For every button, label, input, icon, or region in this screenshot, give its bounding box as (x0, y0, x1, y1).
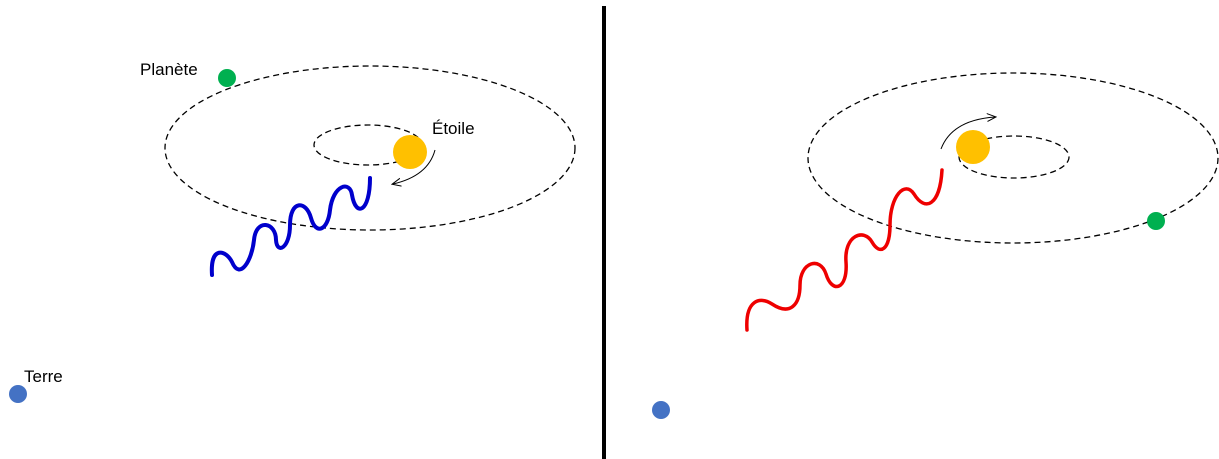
star-motion-arrow-left (393, 149, 436, 184)
star-orbit-right (958, 135, 1070, 179)
planet-right (1147, 212, 1165, 230)
blueshift-wave (209, 176, 372, 277)
planet-orbit-right (807, 72, 1219, 244)
planet-label: Planète (140, 60, 198, 79)
left-panel: Planète Étoile Terre (9, 60, 576, 403)
redshift-wave (745, 168, 944, 332)
star-right (956, 130, 990, 164)
earth-left (9, 385, 27, 403)
earth-label: Terre (24, 367, 63, 386)
star-label: Étoile (432, 119, 475, 138)
planet-orbit-left (164, 65, 576, 231)
earth-right (652, 401, 670, 419)
right-panel (652, 72, 1219, 419)
star-left (393, 135, 427, 169)
star-motion-arrow-right (940, 117, 995, 150)
planet-left (218, 69, 236, 87)
